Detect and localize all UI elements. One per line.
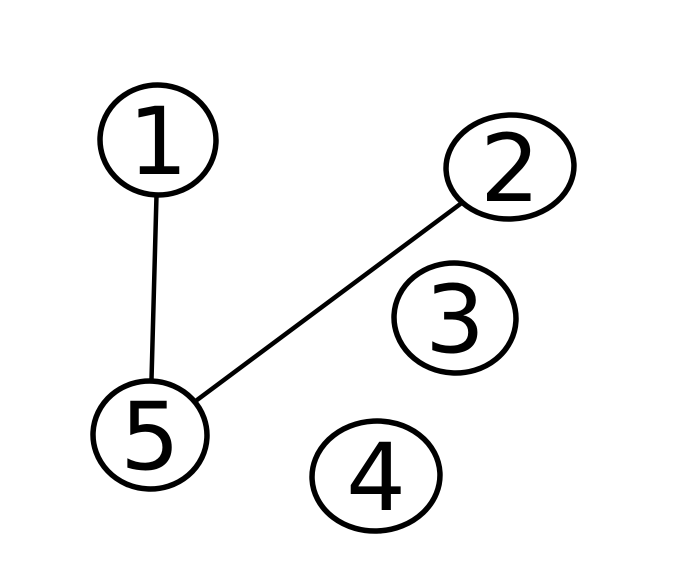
node-label-5: 5 bbox=[120, 383, 180, 492]
node-circle-4 bbox=[309, 418, 443, 534]
node-circle-3 bbox=[391, 260, 519, 376]
node-label-1: 1 bbox=[128, 88, 188, 197]
node-label-3: 3 bbox=[425, 266, 485, 375]
edge-5-2 bbox=[147, 164, 513, 438]
node-circle-5 bbox=[90, 378, 210, 492]
node-5: 5 bbox=[90, 378, 210, 492]
node-1: 1 bbox=[97, 82, 219, 198]
node-4: 4 bbox=[309, 418, 443, 534]
node-circle-2 bbox=[443, 112, 577, 222]
node-circle-1 bbox=[97, 82, 219, 198]
node-2: 2 bbox=[443, 112, 577, 224]
node-label-4: 4 bbox=[346, 424, 406, 533]
node-3: 3 bbox=[391, 260, 519, 376]
node-label-2: 2 bbox=[480, 115, 540, 224]
